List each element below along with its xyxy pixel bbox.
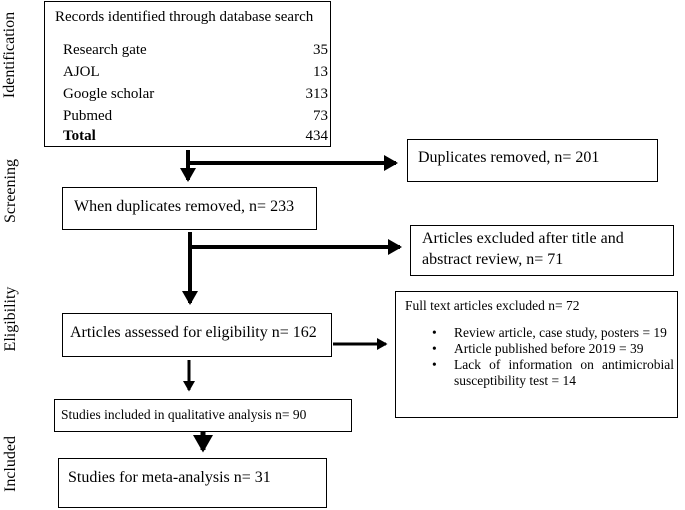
list-item: •Review article, case study, posters = 1… [432,325,667,340]
source-name: Google scholar [63,86,155,102]
after-duplicates-box: When duplicates removed, n= 233 [62,187,317,230]
duplicates-removed-box: Duplicates removed, n= 201 [407,139,658,182]
total-label: Total [63,128,96,144]
source-name: Research gate [63,42,147,58]
full-text-excluded-box: Full text articles excluded n= 72 [395,291,678,418]
source-count: 13 [313,64,328,80]
list-item: •Article published before 2019 = 39 [432,341,644,356]
after-duplicates-text: When duplicates removed, n= 233 [74,198,295,215]
source-count: 313 [305,86,329,102]
exclusion-reason: Review article, case study, posters = 19 [454,325,667,340]
meta-analysis-text: Studies for meta-analysis n= 31 [68,469,271,486]
source-count: 73 [313,108,328,124]
excluded-title-abstract-line1: Articles excluded after title and [422,230,624,247]
qualitative-analysis-box: Studies included in qualitative analysis… [54,399,352,432]
exclusion-reason: Lack of information on antimicrobial sus… [454,357,674,388]
exclusion-reasons-list: •Review article, case study, posters = 1… [426,325,674,389]
qualitative-analysis-text: Studies included in qualitative analysis… [61,407,307,422]
exclusion-reason: Article published before 2019 = 39 [454,341,644,356]
source-count: 35 [313,42,328,58]
list-item: •Lack of information on antimicrobial su… [432,357,674,388]
full-text-excluded-title: Full text articles excluded n= 72 [405,298,580,313]
source-name: Pubmed [63,108,113,124]
assessed-eligibility-box: Articles assessed for eligibility n= 162 [62,313,332,357]
records-identified-box: Records identified through database sear… [44,1,331,147]
duplicates-removed-text: Duplicates removed, n= 201 [418,149,600,166]
assessed-eligibility-text: Articles assessed for eligibility n= 162 [70,324,317,341]
excluded-title-abstract-box: Articles excluded after title and abstra… [410,225,674,276]
excluded-title-abstract-line2: abstract review, n= 71 [422,251,564,268]
total-count: 434 [305,128,329,144]
meta-analysis-box: Studies for meta-analysis n= 31 [58,458,327,508]
source-name: AJOL [63,64,100,80]
records-title: Records identified through database sear… [55,9,314,25]
